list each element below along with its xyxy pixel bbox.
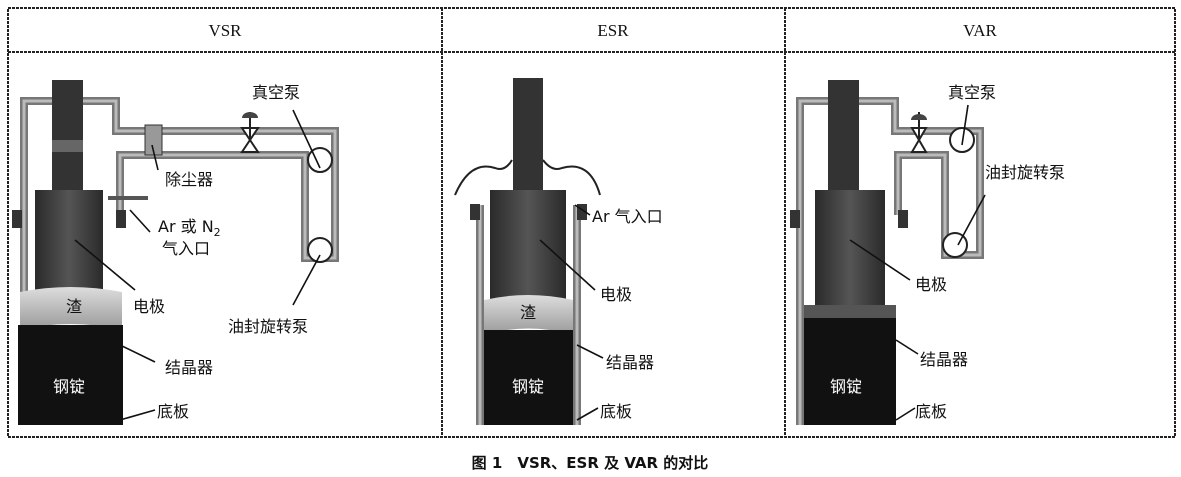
- ingot: [804, 318, 896, 425]
- table-frame: [7, 7, 1176, 438]
- label-crystallizer: 结晶器: [165, 358, 213, 377]
- label-base-plate: 底板: [600, 402, 632, 421]
- label-ingot: 钢锭: [512, 377, 544, 396]
- label-vacuum-pump: 真空泵: [948, 83, 996, 102]
- label-slag: 渣: [520, 303, 536, 322]
- label-electrode: 电极: [600, 285, 632, 304]
- label-base-plate: 底板: [157, 402, 189, 421]
- slag-layer: [484, 295, 573, 335]
- label-base-plate: 底板: [915, 402, 947, 421]
- label-crystallizer: 结晶器: [606, 353, 654, 372]
- label-electrode: 电极: [133, 297, 165, 316]
- rotary-pump-icon: [307, 237, 333, 263]
- dust-remover: [144, 124, 163, 156]
- electrode-body: [35, 190, 103, 290]
- label-vacuum-pump: 真空泵: [252, 83, 300, 102]
- esr-diagram: [454, 78, 604, 425]
- electrode-rod: [52, 80, 83, 190]
- panel-title-var: VAR: [963, 21, 997, 40]
- electrode-body: [815, 190, 885, 305]
- label-electrode: 电极: [915, 275, 947, 294]
- ingot: [18, 325, 123, 425]
- valve-icon: [910, 112, 928, 153]
- valve-icon: [240, 112, 260, 153]
- electrode-rod: [513, 78, 543, 190]
- panel-title-esr: ESR: [597, 21, 629, 40]
- electrode-body: [490, 190, 566, 300]
- panel-title-vsr: VSR: [208, 21, 242, 40]
- label-gas-inlet-2: 气入口: [162, 239, 210, 258]
- label-dust-remover: 除尘器: [165, 170, 213, 189]
- var-diagram: [790, 80, 986, 425]
- label-gas-inlet: Ar 气入口: [592, 207, 663, 226]
- ingot: [484, 330, 573, 425]
- label-ingot: 钢锭: [830, 377, 862, 396]
- label-slag: 渣: [66, 297, 82, 316]
- label-gas-inlet: Ar 或 N2: [158, 217, 221, 239]
- slag-layer: [20, 287, 122, 330]
- label-rotary-pump: 油封旋转泵: [228, 317, 308, 336]
- label-rotary-pump: 油封旋转泵: [985, 163, 1065, 182]
- label-crystallizer: 结晶器: [920, 350, 968, 369]
- electrode-rod: [828, 80, 859, 190]
- vsr-diagram: [12, 80, 339, 425]
- label-ingot: 钢锭: [53, 377, 85, 396]
- figure-caption: 图 1 VSR、ESR 及 VAR 的对比: [472, 454, 709, 472]
